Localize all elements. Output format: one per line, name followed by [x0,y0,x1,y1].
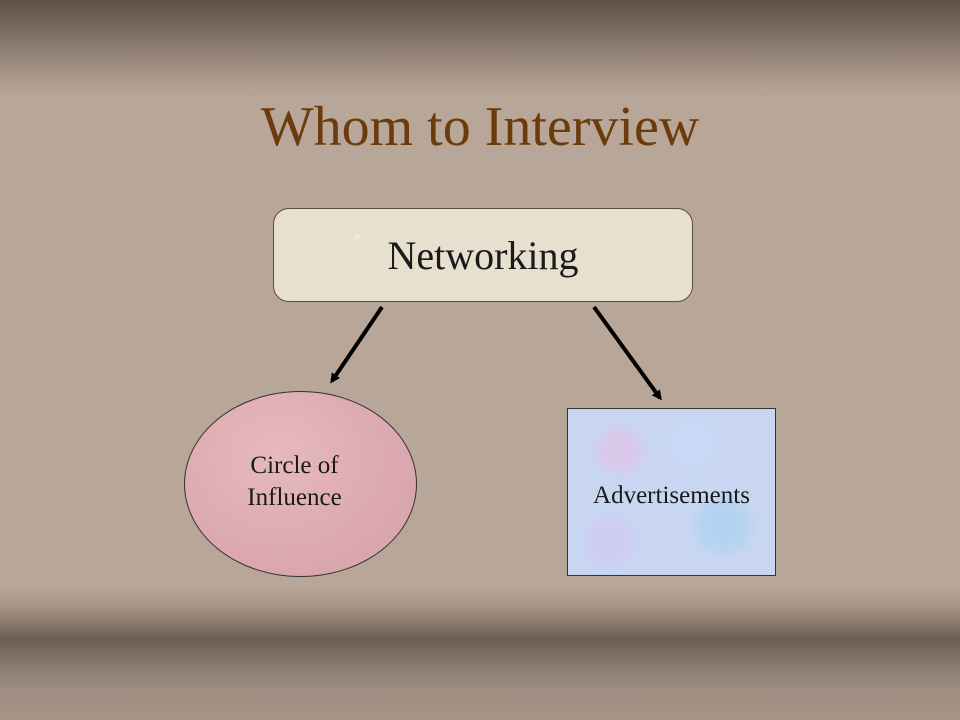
networking-label: Networking [387,232,579,278]
advertisements-node: Advertisements [567,408,776,576]
circle-of-influence-line-2: Influence [247,484,342,511]
circle-of-influence-line-1: Circle of [250,452,339,479]
networking-node: Networking [273,208,693,302]
circle-of-influence-label: Circle of Influence [247,450,341,514]
arrow-to-circle-of-influence [330,305,384,384]
circle-of-influence-node: Circle of Influence [184,391,417,577]
slide-title: Whom to Interview [260,96,700,158]
advertisements-label: Advertisements [593,482,750,509]
arrow-to-advertisements [592,305,662,401]
